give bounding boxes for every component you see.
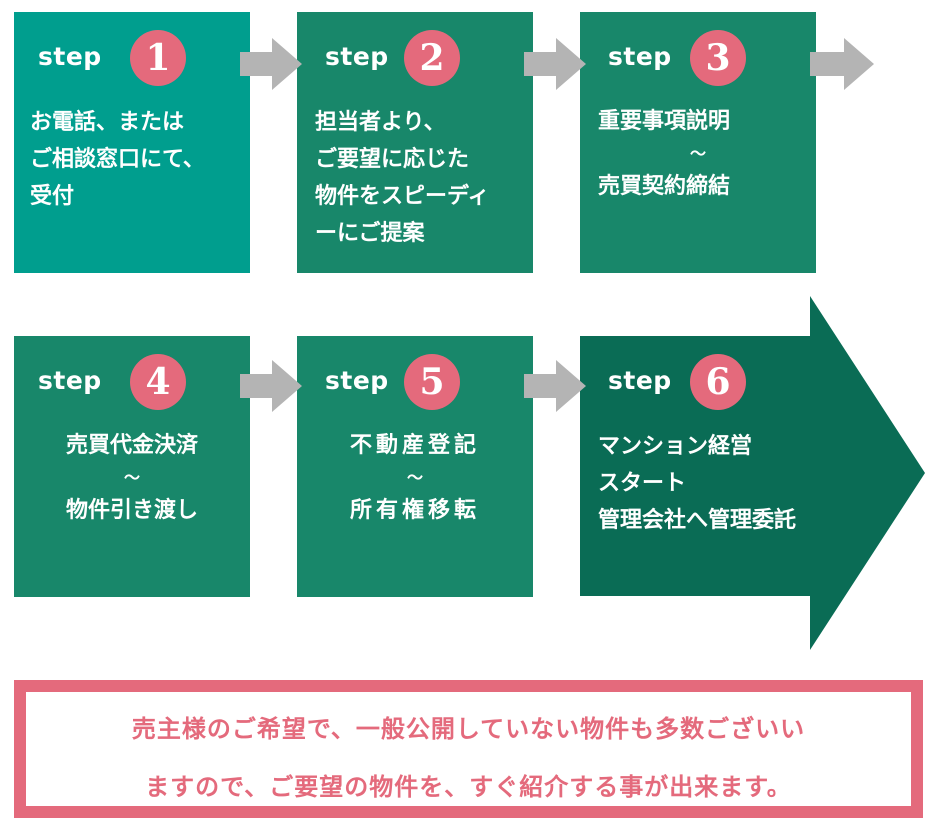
notice-line-1: 売主様のご希望で、一般公開していない物件も多数ございい: [131, 715, 806, 743]
step-box-4: step 4 売買代金決済 〜 物件引き渡し: [14, 336, 250, 597]
flow-arrow-2-3: [524, 38, 586, 90]
step-label: step: [325, 366, 389, 395]
step-number-badge: 3: [690, 30, 746, 86]
step-label: step: [325, 42, 389, 71]
step-description: お電話、または ご相談窓口にて、 受付: [30, 110, 205, 209]
step-number-badge: 2: [404, 30, 460, 86]
flow-arrow-3-next: [810, 38, 874, 90]
step-description: 担当者より、 ご要望に応じた 物件をスピーディ ーにご提案: [315, 110, 490, 246]
step-label: step: [38, 42, 102, 71]
notice-line-2: ますので、ご要望の物件を、すぐ紹介する事が出来ます。: [145, 773, 792, 801]
step-number-badge: 1: [130, 30, 186, 86]
step-description: 売買代金決済 〜 物件引き渡し: [65, 433, 198, 523]
step-label: step: [608, 42, 672, 71]
step-box-2: step 2 担当者より、 ご要望に応じた 物件をスピーディ ーにご提案: [297, 12, 533, 273]
step-box-6: step 6 マンション経営 スタート 管理会社へ管理委託: [580, 336, 910, 597]
notice-box: 売主様のご希望で、一般公開していない物件も多数ございい ますので、ご要望の物件を…: [14, 680, 923, 818]
step-description: マンション経営 スタート 管理会社へ管理委託: [598, 434, 797, 533]
flow-arrow-5-6: [524, 360, 586, 412]
step-box-6-arrow-shape: [580, 296, 925, 650]
flow-arrow-1-2: [240, 38, 302, 90]
step-description: 不動産登記 〜 所有権移転: [349, 433, 480, 523]
step-description: 重要事項説明 〜 売買契約締結: [598, 109, 731, 199]
step-box-5: step 5 不動産登記 〜 所有権移転: [297, 336, 533, 597]
flow-arrow-4-5: [240, 360, 302, 412]
step-label: step: [608, 366, 672, 395]
step-number-badge: 5: [404, 354, 460, 410]
step-number-badge: 4: [130, 354, 186, 410]
step-label: step: [38, 366, 102, 395]
step-box-1: step 1 お電話、または ご相談窓口にて、 受付: [14, 12, 250, 273]
step-number-badge: 6: [690, 354, 746, 410]
step-box-3: step 3 重要事項説明 〜 売買契約締結: [580, 12, 816, 273]
